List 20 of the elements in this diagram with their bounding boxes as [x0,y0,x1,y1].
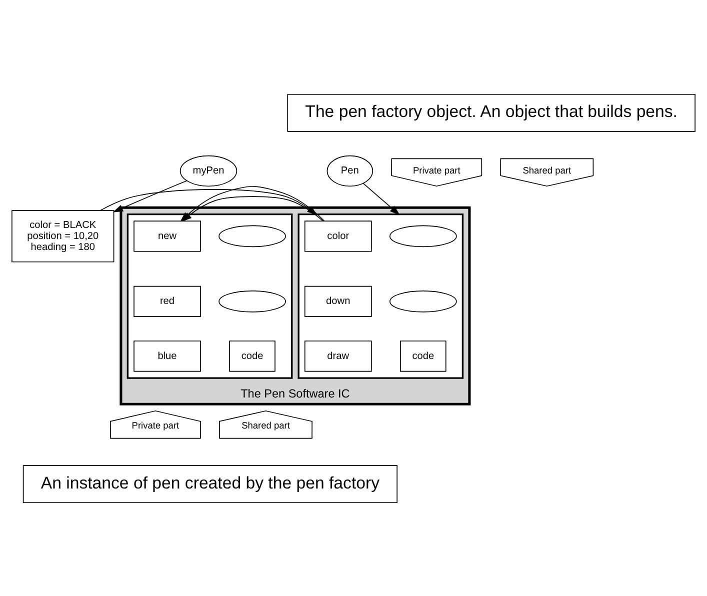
node-ellipse: Pen [326,154,374,186]
node-box: An instance of pen created by the pen factory [22,464,398,503]
arrow [112,180,188,212]
node-box: code [400,340,446,372]
arrow [362,182,400,215]
node-box: The pen factory object. An object that builds pens. [287,93,696,132]
node-box: code [229,340,276,372]
node-box: draw [304,340,372,372]
node-box: color [304,220,372,252]
node-box: blue [134,340,201,372]
node-box: red [134,285,201,317]
node-ellipse: myPen [180,154,238,186]
node-ellipse [218,224,286,247]
node-ellipse [218,290,286,312]
cluster [298,212,464,378]
node-box: new [134,220,201,252]
node-box: color = BLACK position = 10,20 heading = 180 [12,210,114,262]
node-ellipse [389,224,457,247]
node-box: down [304,285,372,317]
node-ellipse [389,290,457,312]
